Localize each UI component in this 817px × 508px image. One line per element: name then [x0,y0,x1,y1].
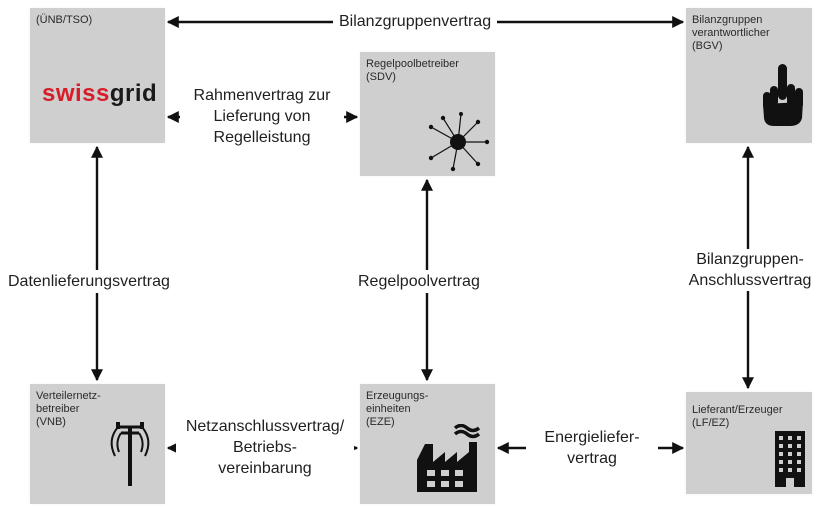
label-regelpoolvertrag: Regelpoolvertrag [356,270,482,293]
building-icon [775,431,805,487]
node-lf: Lieferant/Erzeuger (LF/EZ) [686,392,812,494]
label-datenlieferungsvertrag: Datenlieferungsvertrag [6,270,172,293]
node-sdv-label: Regelpoolbetreiber (SDV) [366,58,459,83]
label-netzanschlussvertrag: Netzanschlussvertrag/ Betriebs- vereinba… [176,416,354,479]
label-energieliefervertrag: Energieliefer- vertrag [526,427,658,469]
power-pole-icon [110,422,150,486]
swissgrid-logo: swissgrid [42,80,157,108]
node-tso: (ÜNB/TSO) swissgrid [30,8,165,143]
factory-icon [417,424,481,492]
node-bgv: Bilanzgruppen verantwortlicher (BGV) [686,8,812,143]
node-lf-label: Lieferant/Erzeuger (LF/EZ) [692,404,783,429]
node-sdv: Regelpoolbetreiber (SDV) [360,52,495,176]
label-rahmenvertrag: Rahmenvertrag zur Lieferung von Regellei… [180,85,344,148]
node-tso-label: (ÜNB/TSO) [36,14,93,26]
logo-part-swiss: swiss [42,80,110,107]
node-eze-label: Erzeugungs- einheiten (EZE) [366,390,429,428]
node-vnb-label: Verteilernetz- betreiber (VNB) [36,390,101,428]
logo-part-grid: grid [109,80,158,107]
node-bgv-label: Bilanzgruppen verantwortlicher (BGV) [692,14,770,52]
hub-network-icon [428,112,490,172]
pointing-hand-icon [763,64,803,126]
node-vnb: Verteilernetz- betreiber (VNB) [30,384,165,504]
node-eze: Erzeugungs- einheiten (EZE) [360,384,495,504]
label-bilanzgruppenvertrag: Bilanzgruppenvertrag [333,11,498,32]
label-anschlussvertrag: Bilanzgruppen- Anschlussvertrag [683,249,817,291]
